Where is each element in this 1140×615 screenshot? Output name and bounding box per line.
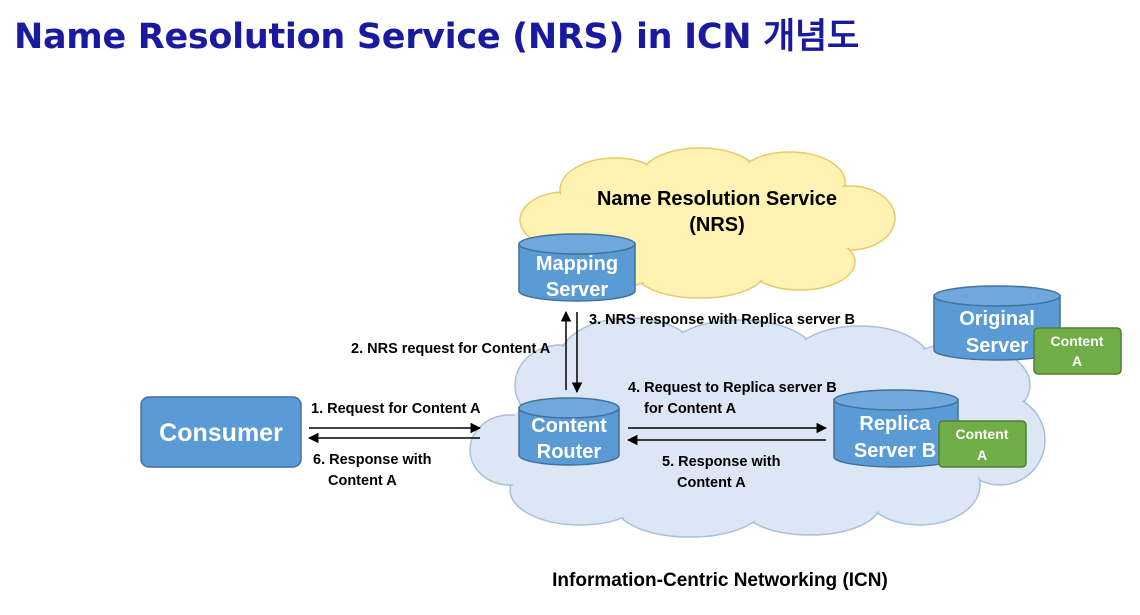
step-1-label: 1. Request for Content A [311, 401, 481, 417]
original-server: Original Server [933, 285, 1061, 361]
step-6-label-1: 6. Response with [313, 452, 431, 468]
content-router-label-1: Content [531, 415, 607, 437]
replica-content-box: Content A [938, 420, 1027, 468]
content-router-label-2: Router [537, 441, 602, 463]
step-4-label-2: for Content A [644, 401, 737, 417]
step-5-label-2: Content A [677, 475, 746, 491]
mapping-server-label-2: Server [546, 279, 608, 301]
mapping-server: Mapping Server [518, 233, 636, 302]
mapping-server-label-1: Mapping [536, 253, 618, 275]
step-6-label-2: Content A [328, 473, 397, 489]
replica-server-b: Replica Server B [833, 389, 959, 468]
page-title: Name Resolution Service (NRS) in ICN 개념도 [14, 17, 859, 57]
original-content-label-1: Content [1051, 333, 1104, 349]
replica-server-label-2: Server B [854, 440, 936, 462]
original-server-label-1: Original [959, 308, 1035, 330]
step-3-label: 3. NRS response with Replica server B [589, 312, 855, 328]
icn-label: Information-Centric Networking (ICN) [552, 570, 888, 591]
original-content-label-2: A [1072, 353, 1082, 369]
step-2-label: 2. NRS request for Content A [351, 341, 551, 357]
step-4-label-1: 4. Request to Replica server B [628, 380, 837, 396]
consumer-node: Consumer [140, 396, 302, 468]
replica-content-label-2: A [977, 447, 987, 463]
original-server-label-2: Server [966, 335, 1028, 357]
original-content-box: Content A [1033, 327, 1122, 375]
nrs-title: Name Resolution Service [597, 188, 837, 210]
replica-content-label-1: Content [956, 426, 1009, 442]
consumer-label: Consumer [159, 419, 283, 447]
nrs-subtitle: (NRS) [689, 214, 745, 236]
replica-server-label-1: Replica [859, 413, 931, 435]
step-5-label-1: 5. Response with [662, 454, 780, 470]
content-router: Content Router [518, 397, 620, 466]
